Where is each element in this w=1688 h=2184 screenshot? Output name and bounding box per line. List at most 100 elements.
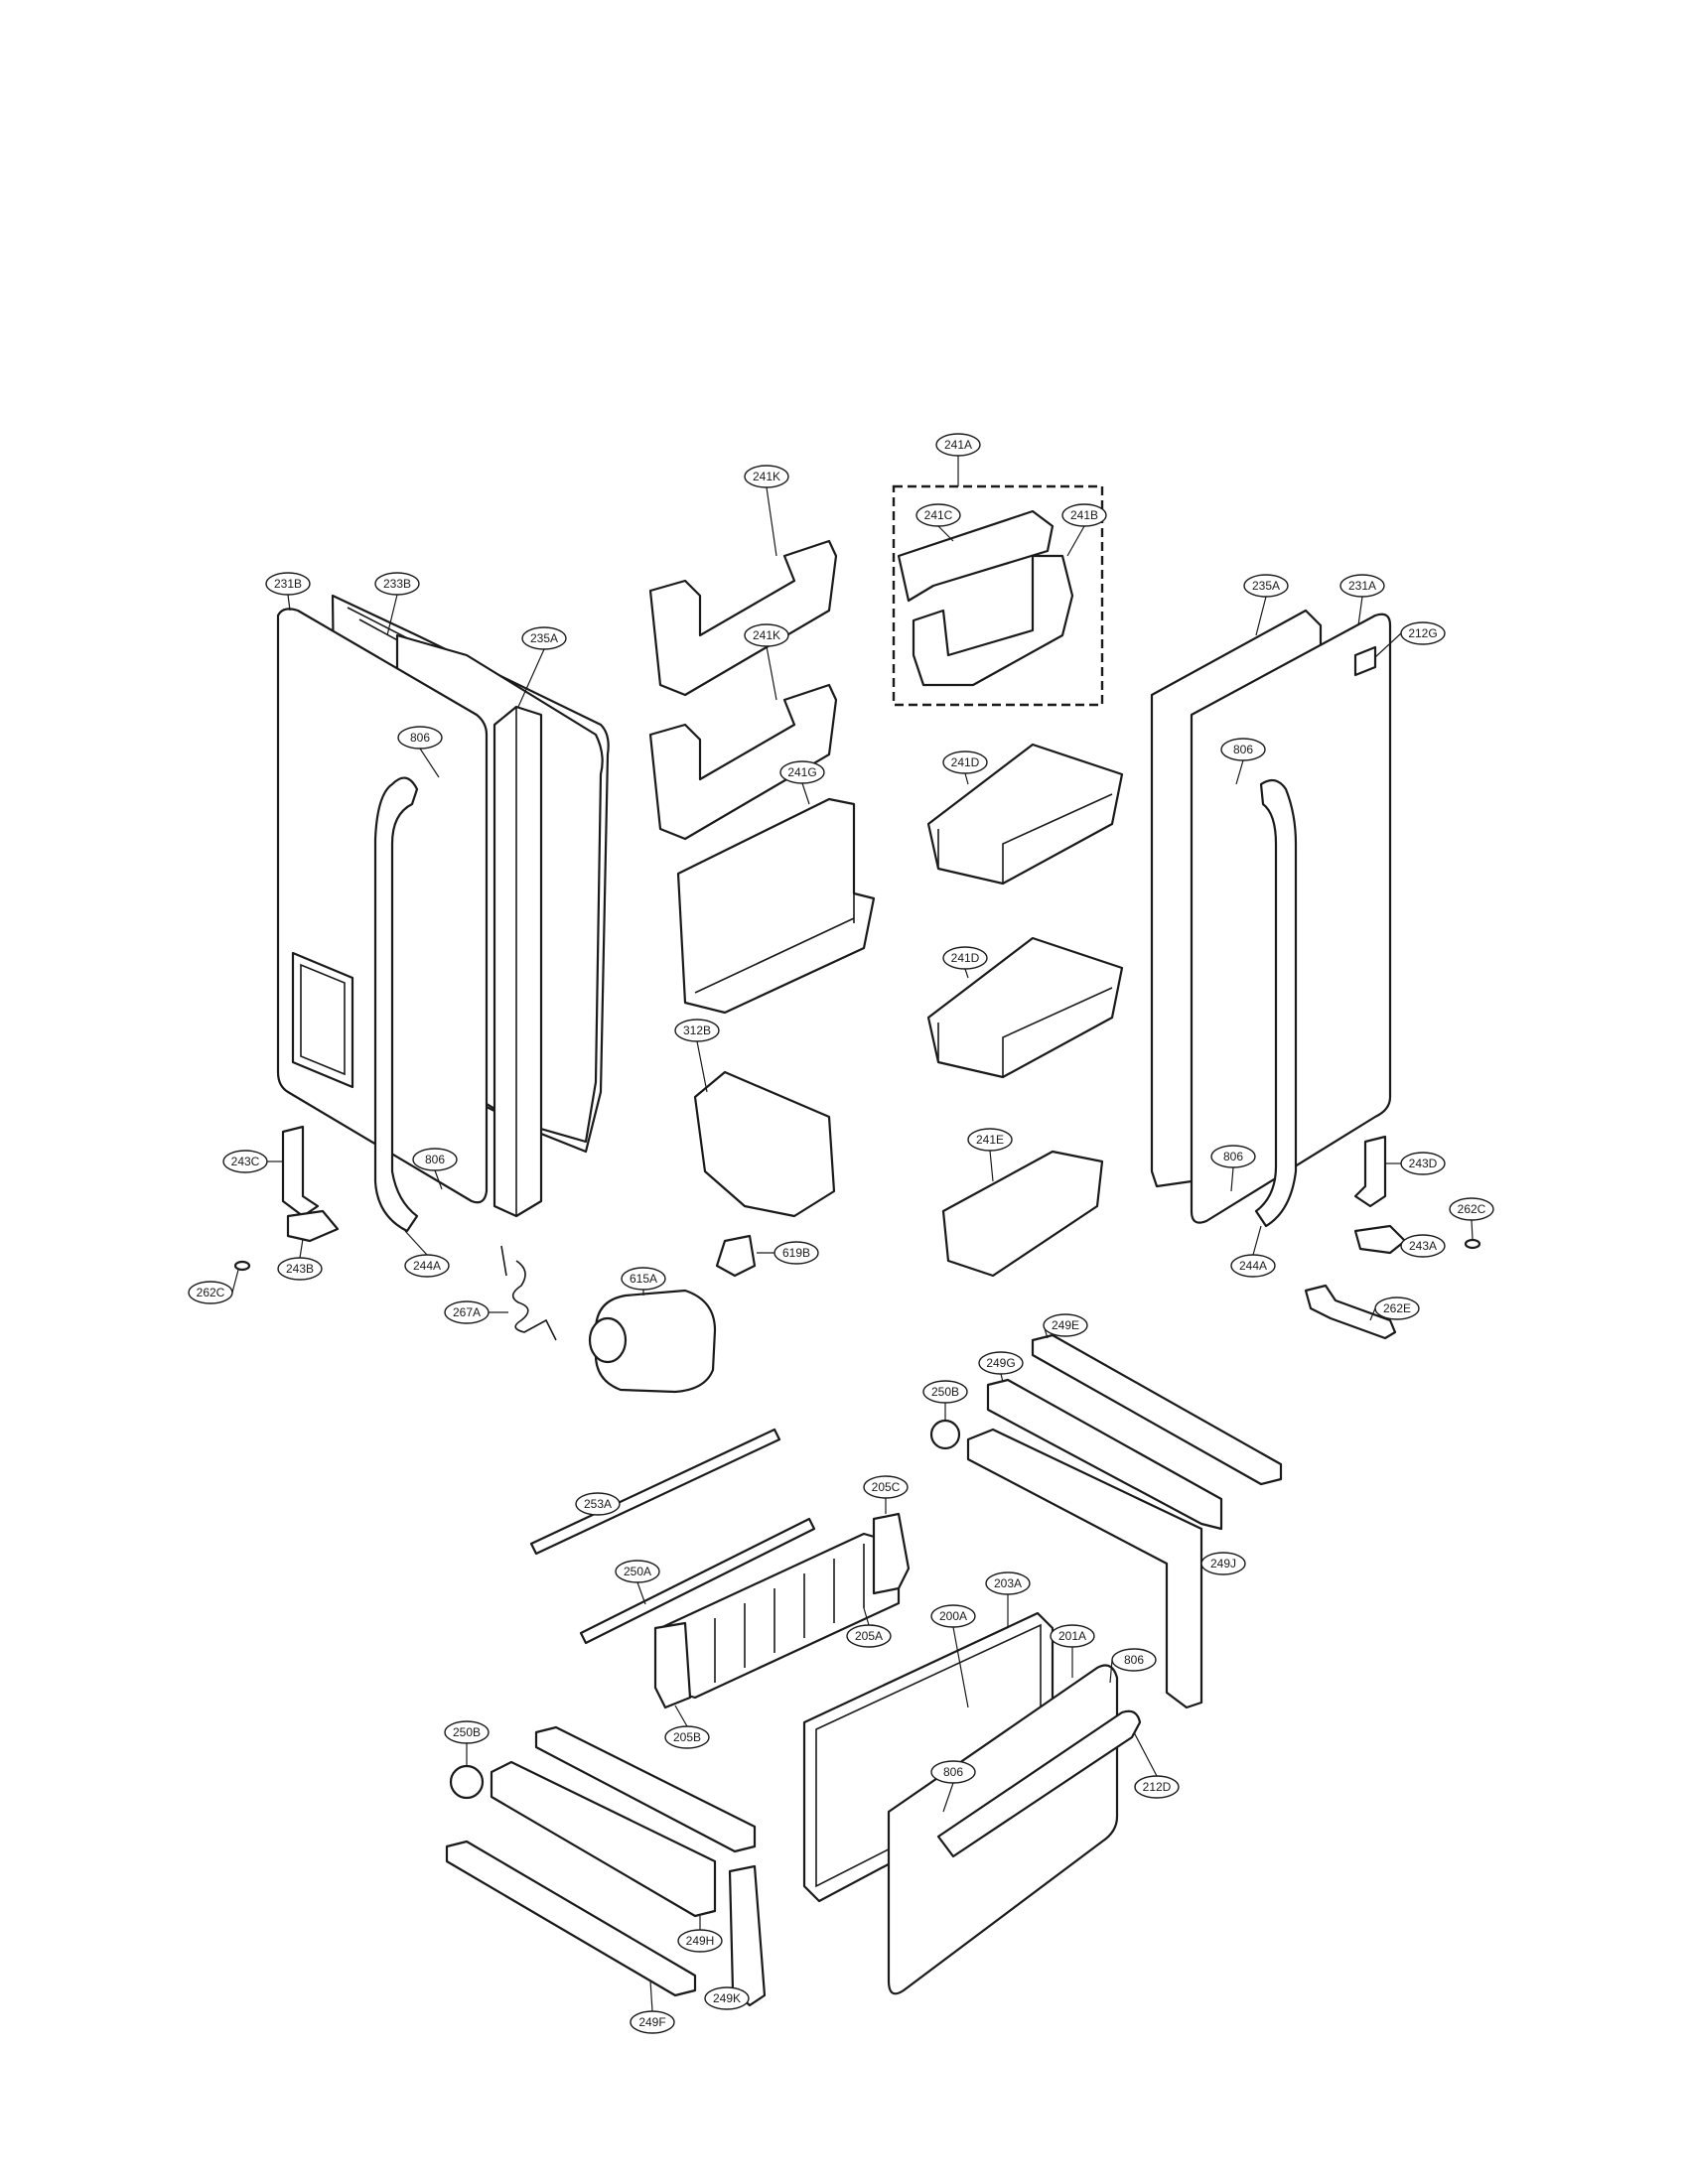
callout-text: 205A: [855, 1629, 883, 1643]
washer-262C-right: [1464, 1238, 1481, 1250]
callout-p249j: 249J: [1200, 1552, 1246, 1575]
callout-text: 250B: [453, 1725, 481, 1739]
drawer-front-201A: [887, 1664, 1119, 1995]
callout-p249g: 249G: [978, 1351, 1024, 1383]
leader-line: [766, 645, 777, 701]
callout-p231a: 231A: [1339, 574, 1385, 626]
callout-text: 201A: [1058, 1629, 1086, 1643]
callout-text: 249J: [1210, 1557, 1236, 1570]
callout-text: 205C: [872, 1480, 901, 1494]
leader-line: [696, 1040, 708, 1093]
rail-249F: [445, 1840, 697, 1997]
hinge-243B: [286, 1209, 340, 1243]
leader-line: [1000, 1373, 1004, 1383]
callout-text: 806: [410, 731, 430, 745]
bin-cover-241C: [897, 509, 1055, 603]
callout-text: 253A: [584, 1497, 612, 1511]
callout-text: 806: [1233, 743, 1253, 756]
rail-249G: [986, 1378, 1223, 1531]
callout-p231b: 231B: [265, 572, 311, 612]
door-mullion: [492, 705, 543, 1218]
door-bin-241G: [676, 797, 876, 1015]
callout-text: 241G: [787, 765, 816, 779]
callout-p241a: 241A: [935, 433, 981, 486]
callout-text: 212D: [1143, 1780, 1172, 1794]
leader-line: [1252, 1225, 1262, 1256]
callout-p241k-1: 241K: [744, 465, 789, 557]
callout-p243a: 243A: [1400, 1234, 1446, 1258]
basket-end-205B: [653, 1621, 692, 1709]
callout-text: 806: [1223, 1150, 1243, 1163]
hinge-243A: [1353, 1224, 1407, 1255]
callout-text: 267A: [453, 1305, 481, 1319]
callout-text: 249H: [686, 1934, 715, 1948]
callout-text: 231A: [1348, 579, 1376, 593]
leader-line: [434, 1169, 443, 1190]
door-handle-left: [373, 776, 419, 1233]
gear-250B-left: [449, 1764, 485, 1800]
leader-line: [1357, 596, 1363, 626]
callout-p249e: 249E: [1043, 1313, 1088, 1339]
leader-line: [386, 594, 398, 636]
callout-text: 250B: [931, 1385, 959, 1399]
callout-text: 262C: [1458, 1202, 1486, 1216]
callout-text: 241K: [753, 470, 780, 483]
leader-line: [964, 772, 969, 785]
callout-text: 241C: [924, 508, 953, 522]
leader-line: [299, 1238, 304, 1259]
bin-group-241A: [892, 484, 1124, 1278]
callout-p262e: 262E: [1369, 1297, 1420, 1321]
callout-p241d-1: 241D: [942, 751, 988, 785]
callout-p203a: 203A: [985, 1571, 1031, 1628]
side-rail-249K: [728, 1864, 767, 2007]
water-valve-619B: [715, 1234, 757, 1278]
basket-end-205C: [872, 1512, 911, 1595]
bar-253A: [529, 1428, 781, 1556]
callout-text: 231B: [274, 577, 302, 591]
callout-p244a-left: 244A: [404, 1230, 450, 1278]
callout-text: 203A: [994, 1576, 1022, 1590]
callout-text: 235A: [530, 631, 558, 645]
leader-line: [801, 782, 810, 805]
leader-line: [1369, 1307, 1376, 1321]
callout-text: 262C: [197, 1286, 225, 1299]
hinge-bracket-243D: [1353, 1135, 1387, 1208]
washer-262C-left: [233, 1260, 251, 1272]
callout-p233b: 233B: [374, 572, 420, 636]
leader-line: [1235, 759, 1244, 785]
callout-p243c: 243C: [222, 1150, 283, 1173]
callout-p806-r1: 806: [1220, 738, 1266, 785]
callout-p806-d1: 806: [1109, 1648, 1157, 1684]
leader-line: [863, 1607, 870, 1626]
rail-249H-bracket: [490, 1760, 717, 1918]
callout-text: 806: [425, 1153, 445, 1166]
water-tank-615A: [594, 1289, 717, 1394]
freezer-drawer-assembly: [445, 1333, 1283, 2007]
leader-line: [1255, 596, 1267, 636]
callout-p205c: 205C: [863, 1475, 909, 1514]
callout-text: 262E: [1383, 1301, 1411, 1315]
dispenser-window: [291, 951, 354, 1089]
callout-labels: 231B 233B 235A 806 806 243C 243B 262C 244A 267A 24…: [188, 433, 1494, 2034]
leader-line: [989, 1150, 994, 1182]
door-bin-241E: [941, 1150, 1104, 1278]
callout-text: 233B: [383, 577, 411, 591]
callout-text: 241E: [976, 1133, 1004, 1147]
callout-p262c-left: 262C: [188, 1269, 239, 1304]
callout-text: 243B: [286, 1262, 314, 1276]
leader-line: [1066, 525, 1085, 557]
callout-text: 244A: [1239, 1259, 1267, 1273]
leader-line: [1133, 1731, 1158, 1777]
callout-p806-l1: 806: [397, 726, 443, 778]
callout-text: 205B: [673, 1730, 701, 1744]
callout-text: 212G: [1408, 626, 1437, 640]
callout-text: 241D: [951, 951, 980, 965]
callout-p205b: 205B: [664, 1705, 710, 1749]
door-bin-241K-top: [648, 539, 838, 697]
door-bins-center: [588, 539, 876, 1394]
callout-text: 249F: [638, 2015, 665, 2029]
callout-text: 241A: [944, 438, 972, 452]
callout-text: 243D: [1409, 1157, 1438, 1170]
basket-205A: [658, 1532, 901, 1700]
bin-241B: [912, 554, 1074, 687]
